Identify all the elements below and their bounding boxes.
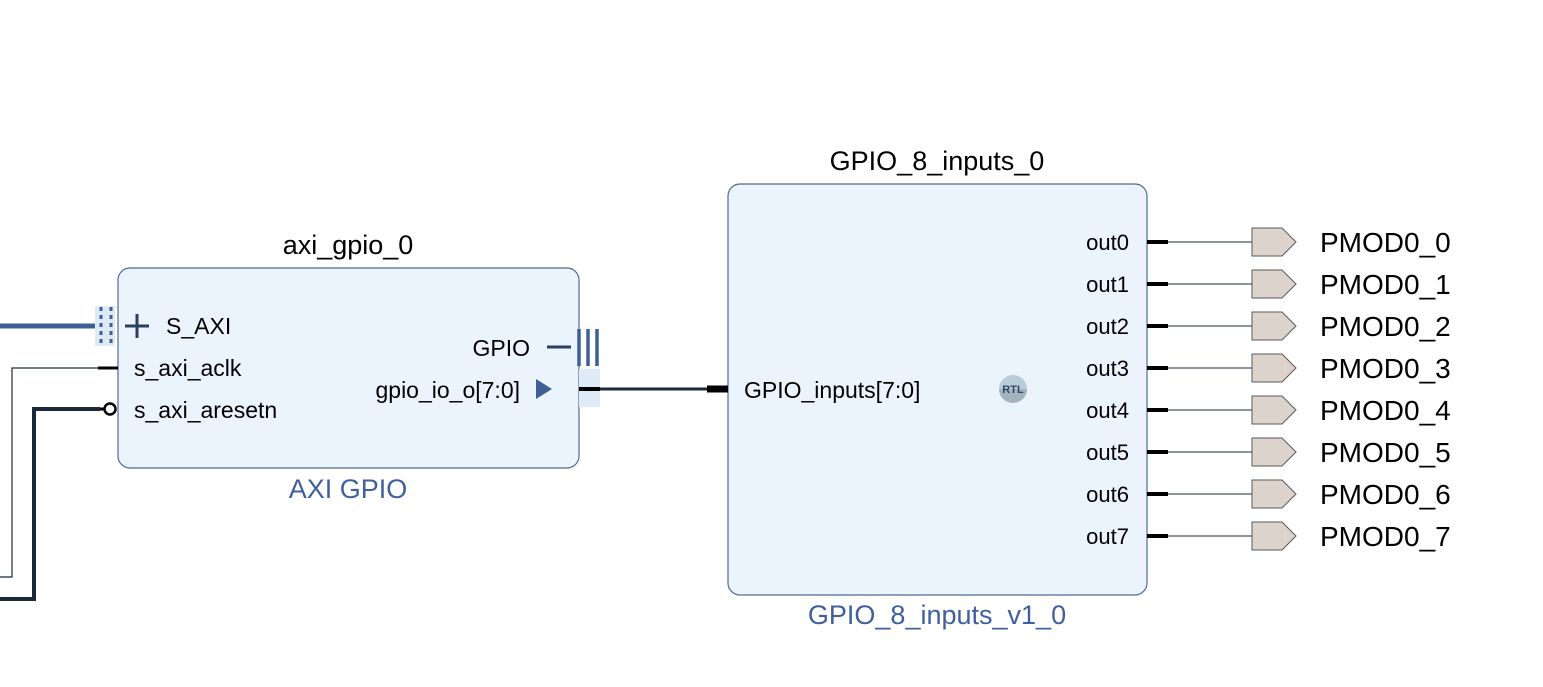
active-low-circle-icon[interactable]: [103, 402, 117, 416]
s-axi-interface-connector[interactable]: [95, 306, 115, 346]
output-ports: out0 out1 out2 out3 out4 out5 out6 out7: [1086, 230, 1168, 549]
gpio-8-inputs-ip-name: GPIO_8_inputs_v1_0: [808, 600, 1066, 630]
gpio-8-inputs-instance-name: GPIO_8_inputs_0: [830, 146, 1045, 176]
external-port-label: PMOD0_1: [1320, 269, 1451, 300]
axi-gpio-ip-name: AXI GPIO: [289, 474, 408, 504]
gpio-8-inputs-block[interactable]: GPIO_8_inputs_0 GPIO_inputs[7:0] RTL out…: [707, 146, 1168, 630]
port-label-out2: out2: [1086, 314, 1129, 339]
gpio-interface-connector[interactable]: [577, 329, 599, 366]
aclk-net[interactable]: [0, 367, 98, 578]
output-port-icon-pmod0_6[interactable]: [1251, 479, 1297, 509]
port-label-s-axi: S_AXI: [166, 313, 231, 339]
aresetn-net[interactable]: [0, 407, 100, 601]
external-port-label: PMOD0_5: [1320, 437, 1451, 468]
external-port-label: PMOD0_4: [1320, 395, 1451, 426]
rtl-badge-text: RTL: [1002, 384, 1024, 396]
port-label-gpio-io-o: gpio_io_o[7:0]: [375, 377, 520, 403]
output-port-icon-pmod0_4[interactable]: [1251, 395, 1297, 425]
output-port-icon-pmod0_0[interactable]: [1251, 227, 1297, 257]
port-label-gpio-inputs: GPIO_inputs[7:0]: [744, 377, 920, 403]
port-label-s-axi-aclk: s_axi_aclk: [134, 355, 242, 381]
output-arrow-icon: [536, 379, 552, 399]
external-ports: PMOD0_0PMOD0_1PMOD0_2PMOD0_3PMOD0_4PMOD0…: [1168, 227, 1451, 552]
rtl-badge-icon: RTL: [999, 375, 1027, 403]
external-port-label: PMOD0_7: [1320, 521, 1451, 552]
port-label-out6: out6: [1086, 482, 1129, 507]
port-label-out4: out4: [1086, 398, 1129, 423]
output-port-icon-pmod0_2[interactable]: [1251, 311, 1297, 341]
port-label-out3: out3: [1086, 356, 1129, 381]
external-port-label: PMOD0_6: [1320, 479, 1451, 510]
port-label-gpio: GPIO: [472, 335, 530, 361]
external-port-label: PMOD0_2: [1320, 311, 1451, 342]
output-port-icon-pmod0_1[interactable]: [1251, 269, 1297, 299]
axi-gpio-block[interactable]: axi_gpio_0 S_AXI s_axi_aclk s_axi_areset…: [95, 230, 600, 504]
external-port-label: PMOD0_3: [1320, 353, 1451, 384]
port-label-out1: out1: [1086, 272, 1129, 297]
output-port-icon-pmod0_5[interactable]: [1251, 437, 1297, 467]
port-label-out5: out5: [1086, 440, 1129, 465]
axi-gpio-instance-name: axi_gpio_0: [283, 230, 414, 260]
plus-icon[interactable]: [125, 314, 149, 338]
port-label-s-axi-aresetn: s_axi_aresetn: [134, 397, 277, 423]
output-port-icon-pmod0_3[interactable]: [1251, 353, 1297, 383]
port-label-out0: out0: [1086, 230, 1129, 255]
left-wires: [0, 323, 100, 601]
external-port-label: PMOD0_0: [1320, 227, 1451, 258]
output-port-icon-pmod0_7[interactable]: [1251, 521, 1297, 551]
port-label-out7: out7: [1086, 524, 1129, 549]
